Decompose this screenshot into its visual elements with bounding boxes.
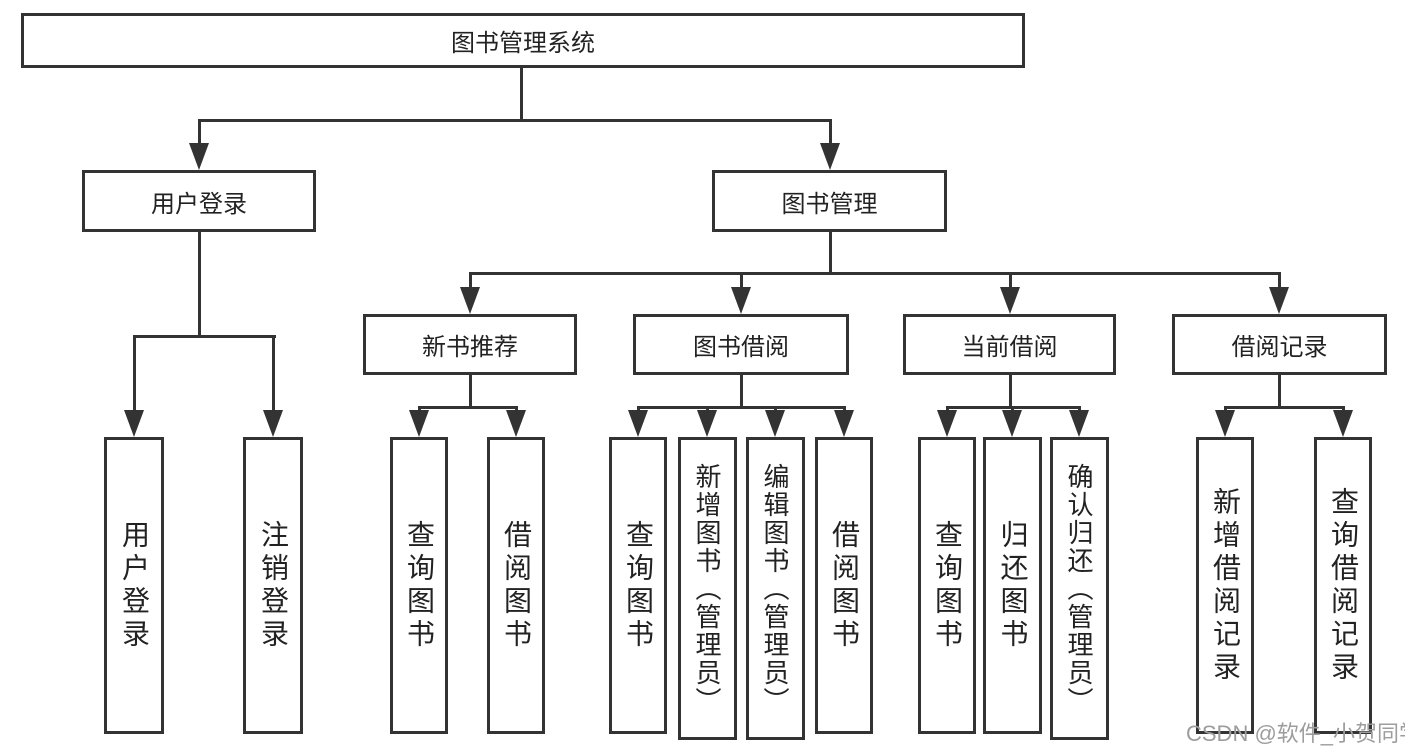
arrow-down-icon bbox=[460, 287, 480, 314]
leaf-user-login: 用户登录 bbox=[104, 437, 164, 734]
connector-vline bbox=[740, 375, 743, 409]
node-borrow-records: 借阅记录 bbox=[1172, 314, 1387, 375]
leaf-label: 查询借阅记录 bbox=[1328, 486, 1359, 685]
connector-vline bbox=[1278, 272, 1281, 292]
node-label: 借阅记录 bbox=[1231, 334, 1328, 361]
node-library-management-system: 图书管理系统 bbox=[21, 13, 1025, 68]
connector-vline bbox=[1009, 375, 1012, 409]
connector-hline bbox=[469, 272, 1281, 275]
node-user-login: 用户登录 bbox=[82, 170, 316, 232]
arrow-down-icon bbox=[765, 410, 785, 437]
arrow-down-icon bbox=[409, 410, 429, 437]
arrow-down-icon bbox=[124, 410, 144, 437]
connector-vline bbox=[469, 375, 472, 409]
leaf-label: 确认归还（管理员） bbox=[1064, 462, 1094, 715]
leaf-label: 注销登录 bbox=[258, 519, 289, 652]
connector-hline bbox=[198, 119, 831, 122]
leaf-logout: 注销登录 bbox=[243, 437, 303, 734]
connector-vline bbox=[520, 68, 523, 121]
leaf-label: 归还图书 bbox=[997, 519, 1029, 652]
leaf-label: 借阅图书 bbox=[501, 519, 532, 652]
connector-hline bbox=[418, 406, 518, 409]
leaf-label: 新增借阅记录 bbox=[1210, 486, 1241, 685]
node-label: 图书管理系统 bbox=[451, 30, 595, 57]
arrow-down-icon bbox=[834, 410, 854, 437]
connector-vline bbox=[740, 272, 743, 292]
arrow-down-icon bbox=[820, 143, 840, 170]
connector-vline bbox=[198, 232, 201, 338]
arrow-down-icon bbox=[1215, 410, 1235, 437]
connector-vline bbox=[198, 119, 201, 147]
arrow-down-icon bbox=[1000, 287, 1020, 314]
csdn-watermark: CSDN @软件_小贺同学 bbox=[1186, 721, 1405, 746]
leaf-return-books: 归还图书 bbox=[983, 437, 1042, 734]
leaf-query-books-borrow: 查询图书 bbox=[609, 437, 667, 734]
node-label: 图书借阅 bbox=[693, 334, 789, 361]
arrow-down-icon bbox=[189, 143, 209, 170]
leaf-borrow-books: 借阅图书 bbox=[815, 437, 873, 734]
arrow-down-icon bbox=[937, 410, 957, 437]
node-current-borrow: 当前借阅 bbox=[903, 314, 1116, 375]
node-book-borrow: 图书借阅 bbox=[633, 314, 849, 375]
leaf-label: 查询图书 bbox=[404, 519, 435, 652]
leaf-label: 借阅图书 bbox=[829, 519, 860, 652]
leaf-label: 用户登录 bbox=[119, 519, 150, 652]
connector-vline bbox=[272, 335, 275, 414]
leaf-add-books-admin: 新增图书（管理员） bbox=[678, 437, 737, 740]
arrow-down-icon bbox=[628, 410, 648, 437]
arrow-down-icon bbox=[1269, 287, 1289, 314]
arrow-down-icon bbox=[263, 410, 283, 437]
arrow-down-icon bbox=[1002, 410, 1022, 437]
node-label: 用户登录 bbox=[151, 190, 247, 218]
leaf-label: 查询图书 bbox=[932, 519, 963, 652]
arrow-down-icon bbox=[1069, 410, 1089, 437]
node-new-book-recommend: 新书推荐 bbox=[363, 314, 577, 375]
arrow-down-icon bbox=[506, 410, 526, 437]
connector-vline bbox=[829, 232, 832, 275]
leaf-edit-books-admin: 编辑图书（管理员） bbox=[746, 437, 805, 740]
node-label: 新书推荐 bbox=[422, 334, 518, 361]
connector-vline bbox=[1278, 375, 1281, 409]
connector-vline bbox=[469, 272, 472, 292]
leaf-add-borrow-record: 新增借阅记录 bbox=[1196, 437, 1254, 734]
leaf-query-books-current: 查询图书 bbox=[918, 437, 976, 734]
leaf-label: 编辑图书（管理员） bbox=[760, 462, 790, 715]
leaf-query-books-recommend: 查询图书 bbox=[390, 437, 448, 734]
leaf-confirm-return-admin: 确认归还（管理员） bbox=[1050, 437, 1109, 740]
arrow-down-icon bbox=[731, 287, 751, 314]
leaf-borrow-books-recommend: 借阅图书 bbox=[487, 437, 545, 734]
arrow-down-icon bbox=[1333, 410, 1353, 437]
leaf-label: 查询图书 bbox=[623, 519, 654, 652]
connector-vline bbox=[829, 119, 832, 147]
leaf-query-borrow-record: 查询借阅记录 bbox=[1314, 437, 1372, 734]
connector-hline bbox=[637, 406, 846, 409]
connector-hline bbox=[133, 335, 276, 338]
leaf-label: 新增图书（管理员） bbox=[692, 462, 722, 715]
node-label: 当前借阅 bbox=[961, 334, 1058, 361]
arrow-down-icon bbox=[697, 410, 717, 437]
connector-vline bbox=[1009, 272, 1012, 292]
node-book-management: 图书管理 bbox=[712, 170, 947, 232]
node-label: 图书管理 bbox=[781, 190, 878, 218]
connector-vline bbox=[133, 335, 136, 414]
connector-hline bbox=[1224, 406, 1345, 409]
